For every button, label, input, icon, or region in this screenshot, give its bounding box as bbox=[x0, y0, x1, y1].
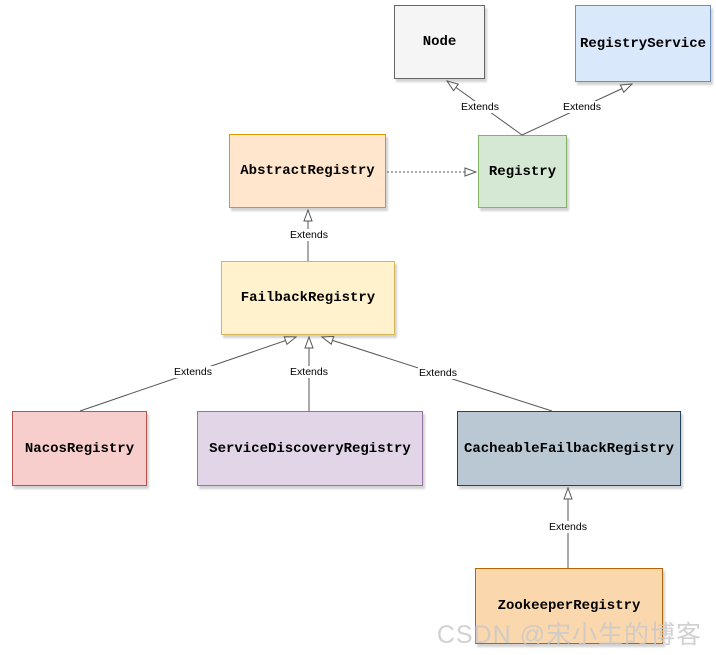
class-name-nacos-registry: NacosRegistry bbox=[24, 440, 135, 457]
class-name-registry-service: RegistryService bbox=[579, 35, 707, 52]
class-name-cacheable-failback-registry: CacheableFailbackRegistry bbox=[463, 440, 675, 457]
class-box-registry: Registry bbox=[478, 135, 567, 208]
edge-label-extends: Extends bbox=[173, 366, 213, 378]
class-name-failback-registry: FailbackRegistry bbox=[240, 290, 376, 306]
class-name-abstract-registry: AbstractRegistry bbox=[240, 163, 375, 179]
class-box-zookeeper-registry: ZookeeperRegistry bbox=[475, 568, 663, 644]
class-box-service-discovery-registry: ServiceDiscoveryRegistry bbox=[197, 411, 423, 486]
edge-label-extends: Extends bbox=[562, 101, 602, 113]
class-name-node: Node bbox=[422, 34, 457, 50]
class-box-node: Node bbox=[394, 5, 485, 79]
csdn-watermark: CSDN @宋小生的博客 bbox=[436, 621, 702, 649]
class-box-registry-service: RegistryService bbox=[575, 5, 711, 82]
edge-label-extends: Extends bbox=[460, 101, 500, 113]
edge-label-extends: Extends bbox=[289, 366, 329, 378]
class-box-abstract-registry: AbstractRegistry bbox=[229, 134, 386, 208]
class-box-nacos-registry: NacosRegistry bbox=[12, 411, 147, 486]
class-name-zookeeper-registry: ZookeeperRegistry bbox=[497, 598, 641, 614]
class-box-failback-registry: FailbackRegistry bbox=[221, 261, 395, 335]
edge-label-extends: Extends bbox=[418, 367, 458, 379]
edge-label-extends: Extends bbox=[548, 521, 588, 533]
class-name-registry: Registry bbox=[488, 163, 557, 180]
class-name-service-discovery-registry: ServiceDiscoveryRegistry bbox=[209, 440, 411, 457]
edge-label-extends: Extends bbox=[289, 229, 329, 241]
class-box-cacheable-failback-registry: CacheableFailbackRegistry bbox=[457, 411, 681, 486]
